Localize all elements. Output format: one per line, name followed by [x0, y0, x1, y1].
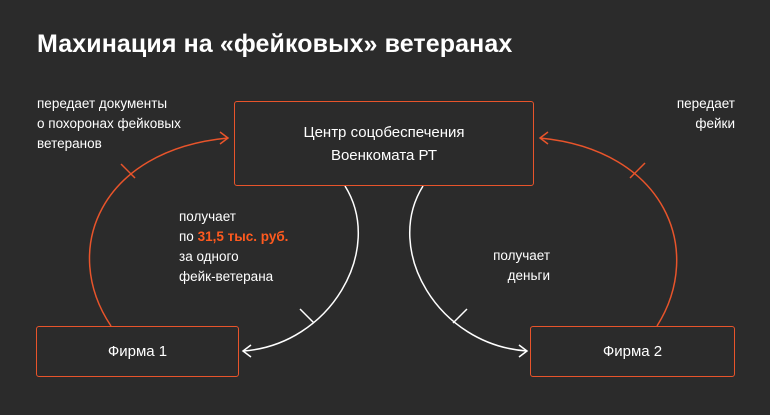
node-social-security-center: Центр соцобеспечения Военкомата РТ	[234, 101, 534, 186]
label-center-to-firm2-line2: деньги	[507, 268, 550, 283]
label-center-to-firm2: получает деньги	[460, 246, 550, 286]
node-firm-1: Фирма 1	[36, 326, 239, 377]
arrow-firm2-to-center	[539, 137, 678, 327]
amount-highlight: 31,5 тыс. руб.	[197, 229, 289, 244]
label-center-to-firm1: получает по 31,5 тыс. руб. за одного фей…	[179, 207, 288, 287]
tick-center-to-firm2	[452, 308, 468, 324]
label-firm1-to-center-line2: о похоронах фейковых	[37, 116, 181, 131]
arrow-center-to-firm1	[242, 185, 360, 352]
label-center-to-firm1-line2: по 31,5 тыс. руб.	[179, 227, 288, 247]
arrowhead-firm2-to-center	[538, 131, 549, 145]
node-firm-2: Фирма 2	[530, 326, 735, 377]
label-center-to-firm2-line1: получает	[493, 248, 550, 263]
tick-firm2-to-center	[629, 162, 646, 179]
label-firm2-to-center-line1: передает	[676, 96, 735, 111]
label-center-to-firm1-line3: за одного	[179, 249, 239, 264]
node-center-line1: Центр соцобеспечения	[303, 123, 465, 141]
label-center-to-firm1-line1: получает	[179, 209, 236, 224]
node-firm1-label: Фирма 1	[107, 343, 168, 360]
label-firm1-to-center: передает документы о похоронах фейковых …	[37, 94, 181, 154]
diagram-title: Махинация на «фейковых» ветеранах	[37, 30, 513, 58]
arrow-firm1-to-center	[88, 137, 229, 327]
tick-center-to-firm1	[299, 308, 315, 324]
node-center-line2: Военкомата РТ	[330, 146, 438, 164]
label-center-to-firm1-prefix: по	[179, 229, 198, 244]
node-firm2-label: Фирма 2	[602, 343, 663, 360]
arrowhead-center-to-firm2	[518, 344, 529, 358]
label-firm2-to-center: передает фейки	[677, 94, 735, 134]
arrowhead-firm1-to-center	[219, 131, 230, 145]
label-firm2-to-center-line2: фейки	[695, 116, 735, 131]
arrow-center-to-firm2	[408, 185, 528, 352]
tick-firm1-to-center	[120, 163, 136, 179]
label-center-to-firm1-line4: фейк-ветерана	[179, 269, 274, 284]
label-firm1-to-center-line3: ветеранов	[37, 136, 102, 151]
arrowhead-center-to-firm1	[241, 344, 252, 358]
label-firm1-to-center-line1: передает документы	[37, 96, 168, 111]
